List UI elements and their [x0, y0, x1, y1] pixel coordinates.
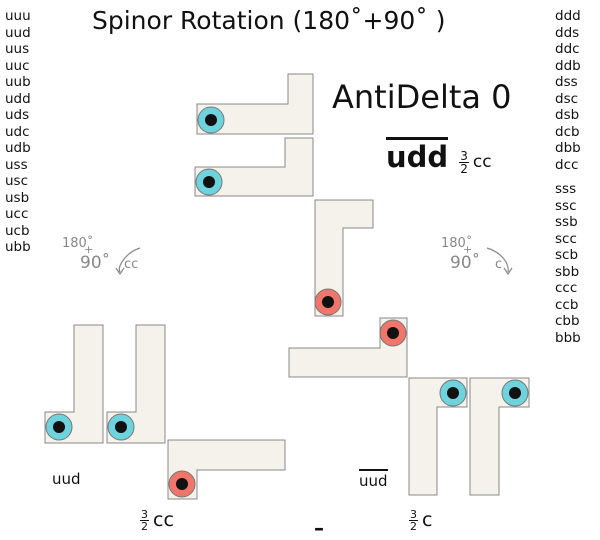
l-block-6 [469, 377, 530, 496]
left-list-item: uus [5, 41, 30, 57]
right-list-item: ddb [555, 57, 581, 74]
spin-denominator: 2 [141, 520, 148, 533]
right-list-item: cbb [555, 313, 580, 329]
left-list-item: ubb [5, 239, 31, 255]
spin-numerator: 3 [409, 508, 418, 521]
right-list-item: dsb [555, 107, 580, 123]
left-list-item: ucc [5, 206, 29, 222]
left-list-item: uss [5, 156, 28, 173]
spin-denominator: 2 [410, 520, 417, 533]
page-title: Spinor Rotation (180˚+90˚ ) [92, 6, 446, 35]
l-block-5 [408, 377, 468, 496]
l-block-8 [106, 324, 166, 444]
rotate-ccw-arrow-icon [118, 247, 141, 273]
right-list-item: ccb [555, 296, 579, 313]
left-list-item: uds [5, 107, 30, 123]
rotate-ccw-arrowhead-icon [115, 267, 125, 276]
rotation-left-plus: + [84, 243, 94, 256]
rotate-cw-arrow-icon [486, 247, 509, 273]
left-list-item: uuu [5, 8, 31, 24]
quark-dot [203, 176, 215, 188]
right-list-item: dds [555, 24, 580, 41]
right-list-item: ccc [555, 280, 578, 296]
bottom-left-spin-fraction: 3 2 [140, 509, 149, 532]
left-list-item: uub [5, 74, 31, 90]
rotation-right-deg1: 180˚ [441, 236, 473, 251]
l-block-9 [167, 439, 286, 500]
l-block-1 [196, 73, 314, 135]
left-list-item: usb [5, 189, 30, 206]
rotate-cw-arrowhead-icon [503, 267, 513, 276]
l-block-7 [44, 324, 104, 444]
left-list-item: udb [5, 140, 31, 156]
rotation-left-dir: cc [124, 257, 139, 272]
left-list-item: usc [5, 173, 29, 189]
list-gap [555, 173, 581, 181]
rotation-right-deg2: 90˚ [450, 253, 481, 273]
right-list-item: scc [555, 230, 577, 247]
right-list-item: dss [555, 74, 578, 90]
spin-denominator: 2 [460, 162, 468, 176]
left-list-item: ucb [5, 222, 30, 239]
spin-numerator: 3 [459, 149, 469, 163]
bottom-right-quarks: uud [359, 469, 388, 490]
l-block-4 [288, 317, 408, 378]
particle-quark-line: udd 3 2 cc [386, 137, 492, 175]
quark-dot [509, 387, 521, 399]
right-list-item: ddd [555, 8, 581, 24]
right-list-item: sbb [555, 263, 580, 280]
bottom-right-spin: 3 2 c [409, 509, 432, 532]
particle-quarks: udd [386, 137, 449, 174]
spin-numerator: 3 [140, 508, 149, 521]
rotation-left-deg2: 90˚ [80, 253, 111, 273]
right-list-item: dbb [555, 140, 581, 156]
bottom-left-spin: 3 2 cc [140, 509, 174, 532]
right-list-item: sss [555, 181, 577, 197]
right-list-item: ddc [555, 41, 580, 57]
rotation-right-plus: + [463, 243, 473, 256]
quark-dot [447, 387, 459, 399]
left-list-item: uuc [5, 57, 30, 74]
right-list-item: bbb [555, 329, 581, 346]
quark-dot [322, 296, 334, 308]
right-list-item: ssc [555, 197, 577, 214]
bottom-right-dir: c [422, 509, 433, 531]
quark-dot [205, 114, 217, 126]
rotation-right-dir: c [495, 257, 503, 272]
left-list-item: udc [5, 123, 30, 140]
bottom-center-dash: – [314, 516, 324, 540]
left-list-item: udd [5, 90, 31, 107]
l-block-3 [314, 199, 374, 317]
l-block-2 [194, 137, 314, 197]
right-list-item: scb [555, 247, 579, 263]
quark-dot [53, 421, 65, 433]
bottom-left-dir: cc [153, 509, 174, 531]
right-list-item: dcc [555, 156, 579, 173]
quark-dot [176, 478, 188, 490]
quark-dot [387, 327, 399, 339]
right-list-item: ssb [555, 214, 578, 230]
right-list-item: dcb [555, 123, 580, 140]
bottom-left-quarks: uud [52, 470, 81, 488]
particle-name: AntiDelta 0 [332, 78, 512, 116]
quark-dot [115, 421, 127, 433]
right-list-item: dsc [555, 90, 579, 107]
particle-spin-dir: cc [472, 152, 492, 172]
bottom-right-quarks-text: uud [359, 469, 388, 490]
bottom-right-spin-fraction: 3 2 [409, 509, 418, 532]
left-list-item: uud [5, 24, 31, 41]
rotation-left-deg1: 180˚ [62, 236, 94, 251]
particle-spin-fraction: 3 2 [459, 150, 469, 175]
